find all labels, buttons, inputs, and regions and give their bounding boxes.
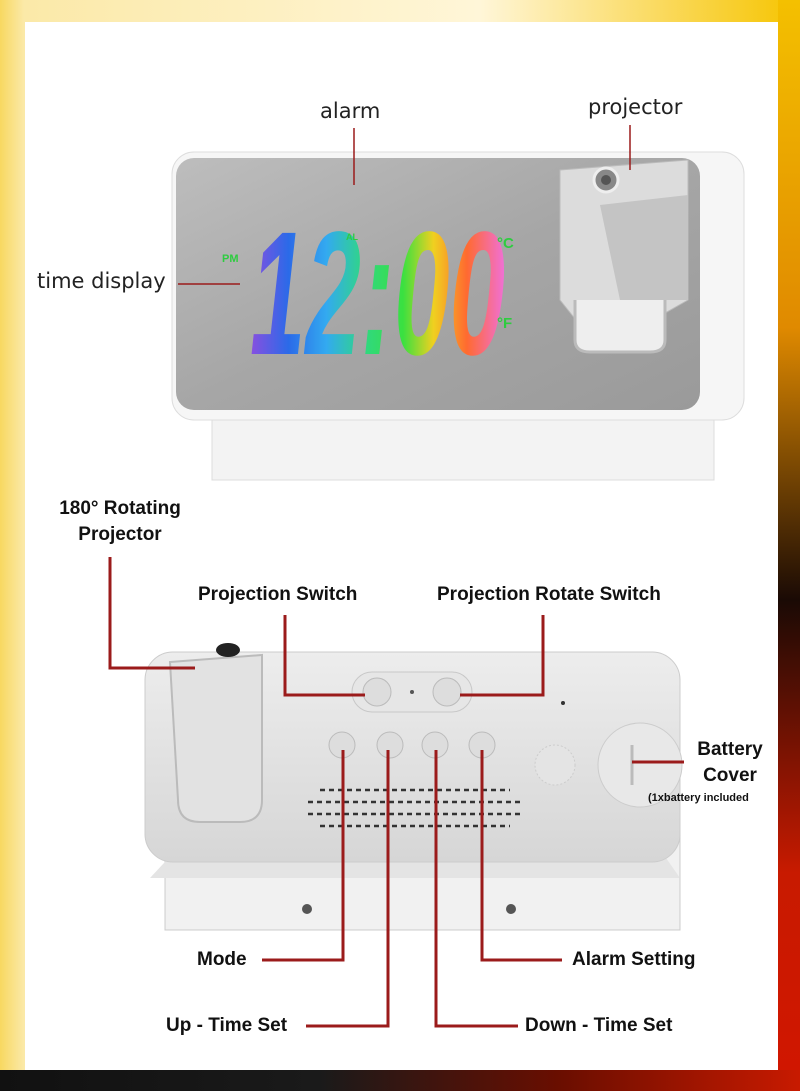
volume-dial[interactable] [534, 744, 576, 786]
mode-label: Mode [197, 949, 247, 970]
up-time-set-line [306, 750, 390, 1028]
front-clock: 12:00 [171, 151, 745, 481]
time-display-digits: 12:00 [250, 196, 505, 392]
battery-label-line2: Cover [703, 765, 757, 786]
projection-switch-label: Projection Switch [198, 584, 358, 605]
al-indicator: AL [346, 232, 358, 242]
alarm-setting-line [480, 750, 562, 962]
battery-cover[interactable] [597, 722, 683, 808]
battery-label-line1: Battery [697, 739, 763, 760]
battery-note: (1xbattery included [648, 792, 749, 804]
projection-rotate-switch-button[interactable] [432, 677, 462, 707]
projector-label: projector [588, 95, 683, 119]
down-time-set-label: Down - Time Set [525, 1015, 673, 1036]
frame-right-border [778, 0, 800, 1091]
up-time-set-label: Up - Time Set [166, 1015, 288, 1036]
rotating-projector-arm [168, 643, 263, 823]
projection-rotate-switch-label: Projection Rotate Switch [437, 584, 661, 605]
alarm-setting-label: Alarm Setting [572, 949, 696, 970]
back-callout-lines [108, 557, 684, 1028]
fahrenheit-indicator: °F [497, 315, 512, 332]
mode-line [262, 750, 345, 962]
projection-rotate-switch-line [460, 615, 545, 697]
projection-switch-button[interactable] [362, 677, 392, 707]
projection-switch-line [283, 615, 365, 697]
projector-housing [559, 159, 689, 354]
projection-switch-panel [351, 671, 473, 713]
celsius-indicator: °C [497, 235, 514, 252]
speaker-grille [308, 788, 520, 828]
time-display-label: time display [37, 269, 166, 293]
alarm-label: alarm [320, 99, 381, 123]
rotating-projector-label: 180° Rotating Projector [59, 498, 181, 545]
down-time-set-line [434, 750, 518, 1028]
frame-bottom-border [0, 1070, 800, 1091]
up-button[interactable] [376, 731, 404, 759]
rotating-projector-line [108, 557, 195, 670]
pm-indicator: PM [222, 253, 239, 265]
back-clock [144, 643, 683, 931]
